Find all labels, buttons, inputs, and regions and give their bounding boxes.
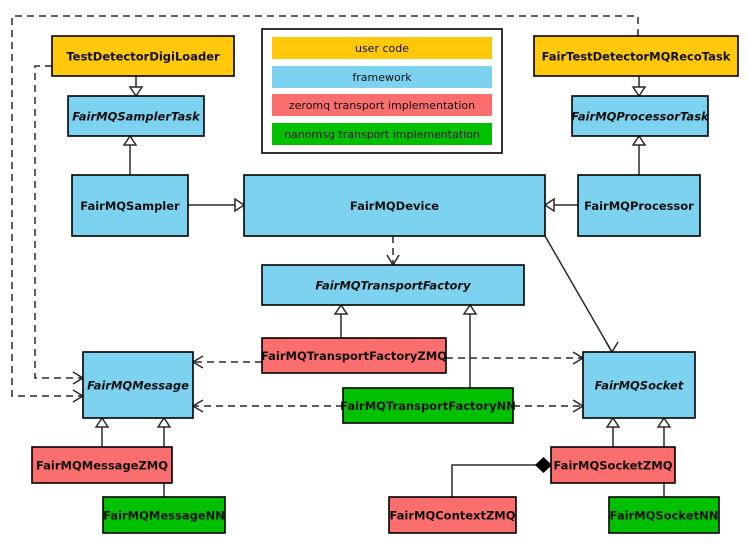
class-box[interactable] xyxy=(582,351,696,419)
class-box[interactable] xyxy=(550,446,676,484)
edge-marker-triangle xyxy=(128,86,144,98)
node-layer: TestDetectorDigiLoader FairTestDetectorMQ… xyxy=(31,35,739,534)
legend-swatch xyxy=(272,37,492,59)
legend-item-1: framework xyxy=(272,66,492,88)
class-name-label: FairMQMessage xyxy=(87,379,189,393)
class-node-TestDetectorDigiLoader[interactable]: TestDetectorDigiLoader xyxy=(51,35,235,77)
edge-layer xyxy=(11,15,672,497)
legend-label: user code xyxy=(355,42,409,55)
class-box[interactable] xyxy=(388,496,517,534)
edge-factorynn-factory xyxy=(462,303,478,388)
class-node-FairTestDetectorMQRecoTask[interactable]: FairTestDetectorMQRecoTask xyxy=(533,35,739,77)
legend-item-3: nanomsg transport implementation xyxy=(272,123,492,145)
class-name-label: FairMQProcessor xyxy=(584,199,694,213)
class-name-label: FairMQTransportFactoryNN xyxy=(340,399,516,413)
class-node-FairMQSocketNN[interactable]: FairMQSocketNN xyxy=(608,496,720,534)
edge-marker-triangle xyxy=(234,197,246,213)
edge-marker-triangle xyxy=(94,416,110,428)
class-node-FairMQSocket[interactable]: FairMQSocket xyxy=(582,351,696,419)
edge-marker-triangle xyxy=(605,416,621,428)
legend-swatch xyxy=(272,94,492,116)
class-node-FairMQTransportFactoryNN[interactable]: FairMQTransportFactoryNN xyxy=(340,387,516,424)
class-name-label: FairMQSocketNN xyxy=(610,509,719,523)
class-name-label: FairMQMessageNN xyxy=(103,509,225,523)
edge-processor-device xyxy=(543,197,578,213)
class-box[interactable] xyxy=(71,174,189,237)
edge-marker-triangle xyxy=(156,416,172,428)
class-name-label: FairMQProcessorTask xyxy=(571,110,710,124)
class-name-label: FairMQDevice xyxy=(350,199,439,213)
edge-messagezmq-message xyxy=(94,416,110,447)
class-node-FairMQSamplerTask[interactable]: FairMQSamplerTask xyxy=(67,95,205,137)
class-node-FairMQMessageZMQ[interactable]: FairMQMessageZMQ xyxy=(31,446,173,484)
class-node-FairMQTransportFactoryZMQ[interactable]: FairMQTransportFactoryZMQ xyxy=(261,337,447,374)
edge-line xyxy=(451,464,537,497)
edge-marker-triangle xyxy=(543,197,555,213)
class-box[interactable] xyxy=(571,95,709,137)
edge-processor-processortask xyxy=(631,134,647,175)
edge-sampler-device xyxy=(188,197,246,213)
class-node-FairMQDevice[interactable]: FairMQDevice xyxy=(243,174,546,237)
edge-recotask-processortask xyxy=(631,76,647,98)
edge-line xyxy=(11,15,639,397)
edge-marker-triangle xyxy=(462,303,478,315)
class-name-label: FairMQTransportFactory xyxy=(315,279,471,293)
legend-item-0: user code xyxy=(272,37,492,59)
class-node-FairMQTransportFactory[interactable]: FairMQTransportFactory xyxy=(261,264,525,306)
class-node-FairMQSampler[interactable]: FairMQSampler xyxy=(71,174,189,237)
class-name-label: FairMQSamplerTask xyxy=(72,110,201,124)
edge-sampler-samplertask xyxy=(122,134,138,175)
class-node-FairMQMessageNN[interactable]: FairMQMessageNN xyxy=(102,496,226,534)
class-name-label: FairMQContextZMQ xyxy=(389,509,515,523)
legend-label: zeromq transport implementation xyxy=(289,99,475,112)
legend-swatch xyxy=(272,123,492,145)
class-name-label: TestDetectorDigiLoader xyxy=(66,50,220,64)
class-node-FairMQProcessor[interactable]: FairMQProcessor xyxy=(577,174,701,237)
edge-marker-triangle xyxy=(656,416,672,428)
edge-socketzmq-contextzmq xyxy=(451,457,553,497)
class-box[interactable] xyxy=(67,95,205,137)
class-name-label: FairMQSampler xyxy=(80,199,180,213)
class-box[interactable] xyxy=(608,496,720,534)
class-box[interactable] xyxy=(243,174,546,237)
class-box[interactable] xyxy=(261,337,447,374)
class-node-FairMQProcessorTask[interactable]: FairMQProcessorTask xyxy=(571,95,710,137)
class-box[interactable] xyxy=(31,446,173,484)
edge-line xyxy=(34,65,83,379)
legend-item-2: zeromq transport implementation xyxy=(272,94,492,116)
class-name-label: FairMQSocket xyxy=(595,379,684,393)
class-box[interactable] xyxy=(342,387,514,424)
class-box[interactable] xyxy=(533,35,739,77)
legend-layer: user code framework zeromq transport imple… xyxy=(261,28,503,154)
legend-swatch xyxy=(272,66,492,88)
class-node-FairMQContextZMQ[interactable]: FairMQContextZMQ xyxy=(388,496,517,534)
class-name-label: FairMQMessageZMQ xyxy=(36,459,168,473)
class-box[interactable] xyxy=(577,174,701,237)
edge-marker-triangle xyxy=(333,303,349,315)
edge-factoryzmq-factory xyxy=(333,303,349,338)
class-name-label: FairMQSocketZMQ xyxy=(554,459,673,473)
class-node-FairMQMessage[interactable]: FairMQMessage xyxy=(82,351,194,419)
legend-label: nanomsg transport implementation xyxy=(284,128,480,141)
class-box[interactable] xyxy=(51,35,235,77)
edge-line xyxy=(544,235,613,353)
class-box[interactable] xyxy=(82,351,194,419)
class-box[interactable] xyxy=(261,264,525,306)
class-node-FairMQSocketZMQ[interactable]: FairMQSocketZMQ xyxy=(550,446,676,484)
legend-label: framework xyxy=(352,71,412,84)
edge-marker-triangle xyxy=(631,134,647,146)
edge-marker-triangle xyxy=(122,134,138,146)
class-name-label: FairMQTransportFactoryZMQ xyxy=(261,349,447,363)
edge-marker-triangle xyxy=(631,86,647,98)
edge-marker-diamond xyxy=(534,457,553,473)
edge-socketzmq-socket xyxy=(605,416,621,447)
edge-digiloader-samplertask xyxy=(128,76,144,98)
class-box[interactable] xyxy=(102,496,226,534)
class-name-label: FairTestDetectorMQRecoTask xyxy=(542,50,731,64)
